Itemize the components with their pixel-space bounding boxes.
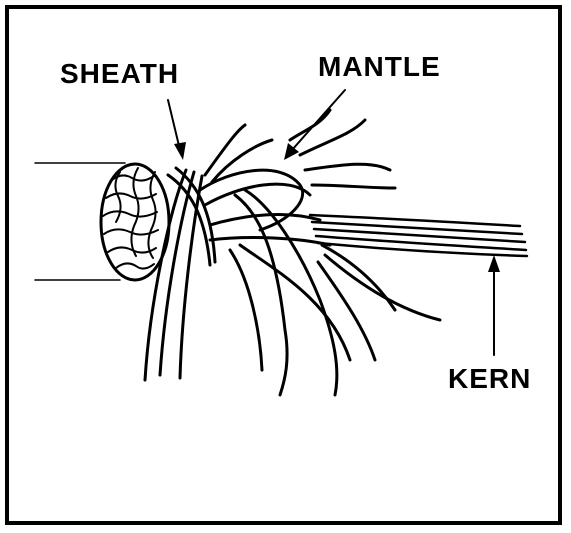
kern-strands (310, 215, 527, 256)
mantle-strands (200, 110, 440, 395)
kern-arrow (488, 255, 500, 355)
kern-label: KERN (448, 365, 531, 393)
sheath-arrow (168, 100, 186, 160)
sheath-label: SHEATH (60, 60, 179, 88)
braided-end (101, 164, 169, 280)
mantle-label: MANTLE (318, 53, 441, 81)
